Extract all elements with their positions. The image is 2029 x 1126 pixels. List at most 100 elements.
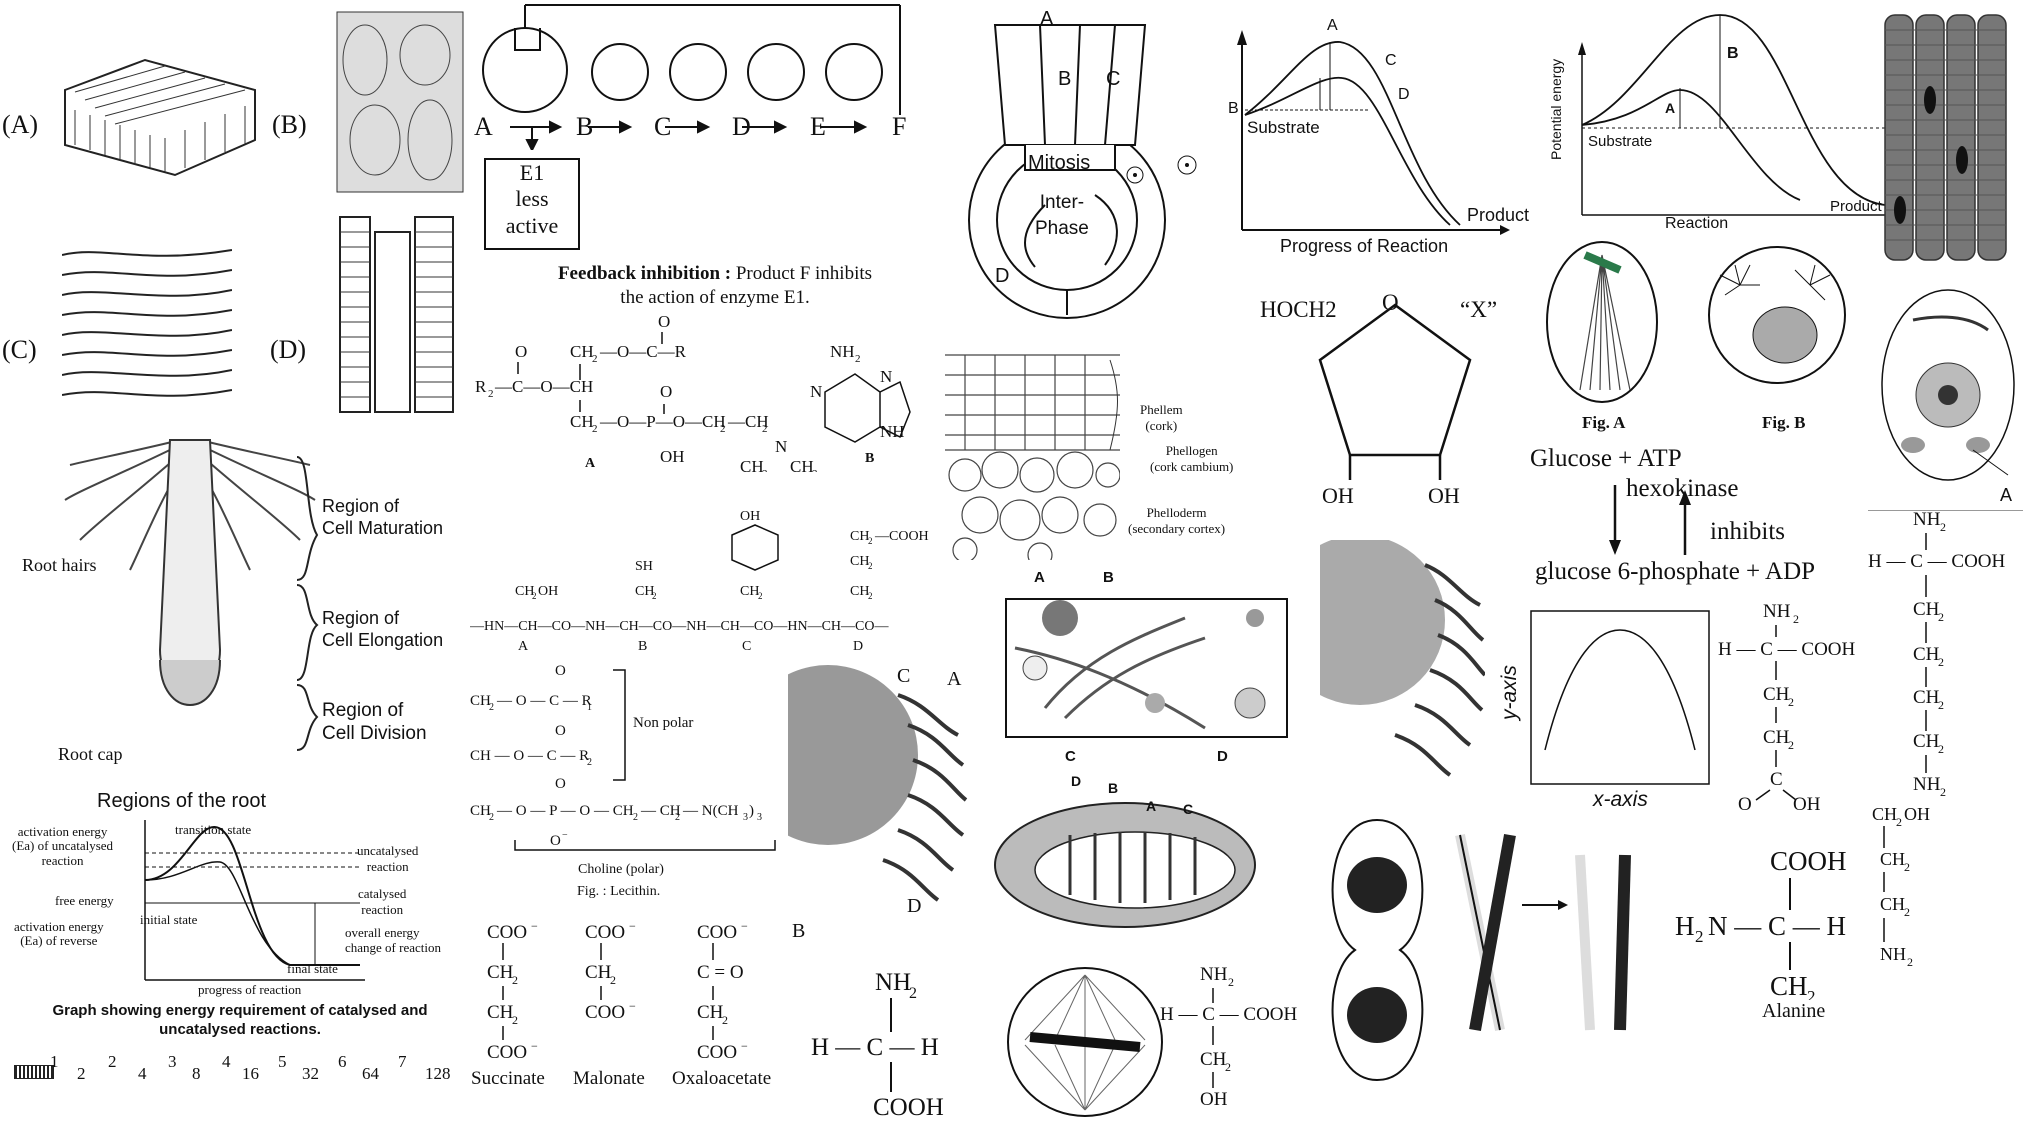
tissue-c-image	[62, 240, 232, 410]
svg-text:2: 2	[1695, 927, 1704, 946]
mito-label-c: C	[1183, 801, 1193, 817]
tissue-a-image	[55, 50, 265, 180]
root-region-division: Region of Cell Division	[322, 700, 427, 746]
peg-product: Product	[1830, 198, 1882, 215]
cc-label-interphase: Inter- Phase	[1035, 190, 1089, 241]
svg-text:2: 2	[652, 591, 657, 601]
eg-ea-rev: activation energy (Ea) of reverse	[14, 920, 104, 949]
svg-text:CH: CH	[585, 962, 612, 983]
periderm-phellem: Phellem (cork)	[1140, 402, 1183, 435]
svg-text:CH: CH	[1880, 894, 1905, 914]
tissue-d-image	[335, 212, 460, 417]
svg-text:C: C	[1770, 769, 1783, 790]
svg-text:2: 2	[1788, 695, 1794, 709]
svg-text:2: 2	[610, 973, 616, 987]
svg-text:CH: CH	[1200, 1049, 1227, 1070]
svg-text:CH: CH	[1913, 644, 1940, 665]
svg-text:2: 2	[512, 1013, 518, 1027]
eng-substrate: Substrate	[1247, 118, 1320, 138]
svg-text:C = O: C = O	[697, 962, 744, 983]
feedback-caption: Feedback inhibition : Product F inhibits…	[505, 262, 925, 310]
svg-text:O: O	[555, 663, 566, 679]
periderm-diagram	[945, 350, 1120, 560]
sequence-bar	[14, 1065, 54, 1079]
lysine-divider	[1868, 510, 2023, 511]
eg-overall: overall energy change of reaction	[345, 926, 441, 956]
svg-text:R: R	[475, 377, 487, 396]
chromosomes	[1450, 830, 1690, 1050]
eg-cat: catalysed reaction	[358, 886, 406, 917]
er-left-label-c: C	[897, 665, 910, 688]
svg-text:−: −	[629, 919, 636, 933]
svg-text:OH: OH	[660, 447, 685, 466]
eg-uncat: uncatalysed reaction	[357, 843, 418, 874]
eg-ea-uncat: activation energy (Ea) of uncatalysed re…	[12, 825, 113, 868]
svg-text:COO: COO	[585, 1002, 625, 1023]
svg-text:CH — O — C — R: CH — O — C — R	[470, 748, 589, 764]
svg-text:COO: COO	[697, 1042, 737, 1063]
svg-text:O: O	[555, 723, 566, 739]
svg-text:2: 2	[587, 757, 592, 768]
feedback-chain: A B C D E F	[474, 112, 914, 142]
hex-arrows	[1605, 480, 1705, 560]
svg-text:CH: CH	[1880, 849, 1905, 869]
feedback-enzyme-box: E1 less active	[484, 158, 580, 250]
svg-text:N: N	[810, 382, 822, 401]
svg-text:2: 2	[1225, 1060, 1231, 1074]
svg-text:2: 2	[868, 561, 873, 571]
svg-text:2: 2	[720, 423, 726, 435]
cc-label-c: C	[1106, 68, 1120, 91]
acid-malonate: Malonate	[573, 1068, 645, 1090]
svg-text:CH: CH	[850, 584, 869, 599]
fig-a-label: Fig. A	[1582, 413, 1625, 433]
svg-text:NH: NH	[880, 422, 905, 441]
svg-text:B: B	[865, 451, 874, 466]
cc-label-d: D	[995, 265, 1009, 288]
svg-text:CH: CH	[790, 457, 814, 472]
svg-text:2: 2	[592, 353, 598, 365]
er-left-label-b: B	[792, 920, 805, 943]
parabola-box	[1530, 610, 1710, 785]
svg-text:2: 2	[1938, 655, 1944, 669]
svg-text:−: −	[741, 919, 748, 933]
connective-tissue-box	[1005, 598, 1288, 738]
svg-text:O: O	[658, 312, 670, 331]
svg-text:—O—P—O—CH: —O—P—O—CH	[599, 412, 726, 431]
svg-text:OH: OH	[1793, 794, 1821, 815]
svg-text:O: O	[550, 833, 561, 849]
root-label-root-cap: Root cap	[58, 744, 123, 765]
svg-text:2: 2	[489, 702, 494, 713]
svg-text:CH: CH	[740, 457, 764, 472]
svg-text:N: N	[880, 367, 892, 386]
svg-text:2: 2	[488, 388, 494, 400]
svg-text:—HN—CH—CO—NH—CH—CO—NH—CH—CO—HN: —HN—CH—CO—NH—CH—CO—NH—CH—CO—HN—CH—CO—	[470, 619, 889, 634]
svg-text:2: 2	[592, 423, 598, 435]
hex-line1: Glucose + ATP	[1530, 445, 1682, 473]
svg-text:2: 2	[1228, 975, 1234, 989]
svg-text:—O—C—R: —O—C—R	[599, 342, 687, 361]
periderm-phellogen: Phellogen (cork cambium)	[1150, 443, 1233, 476]
svg-text:−: −	[562, 830, 568, 841]
svg-text:CH: CH	[487, 962, 514, 983]
svg-text:3: 3	[812, 468, 818, 472]
metaphase-cell	[1005, 965, 1165, 1120]
svg-text:COO: COO	[697, 922, 737, 943]
phospholipid-structure: OR2 —C—O—CH CH2—O—C—R O CH2—O—P—O—CH2—CH…	[470, 312, 930, 472]
svg-text:−: −	[741, 1039, 748, 1053]
svg-text:— N(CH: — N(CH	[682, 803, 739, 819]
lecithin-structure: O CH2— O — C — R1 O CH — O — C — R2 O CH…	[465, 660, 795, 860]
acid-succinate: Succinate	[471, 1068, 545, 1090]
mito-label-d: D	[1071, 773, 1081, 789]
er-left-label-a: A	[947, 668, 961, 691]
eg-free-energy: free energy	[55, 893, 114, 909]
periderm-phelloderm: Phelloderm (secondary cortex)	[1128, 505, 1225, 538]
hex-line2: glucose 6-phosphate + ADP	[1535, 558, 1815, 586]
svg-text:COO: COO	[585, 922, 625, 943]
svg-text:2: 2	[675, 812, 680, 823]
svg-text:2: 2	[762, 423, 768, 435]
svg-text:O: O	[660, 382, 672, 401]
svg-text:CH: CH	[470, 693, 491, 709]
ct-label-c: C	[1065, 748, 1076, 765]
svg-text:—C—O—CH: —C—O—CH	[494, 377, 593, 396]
svg-text:A: A	[518, 639, 529, 654]
